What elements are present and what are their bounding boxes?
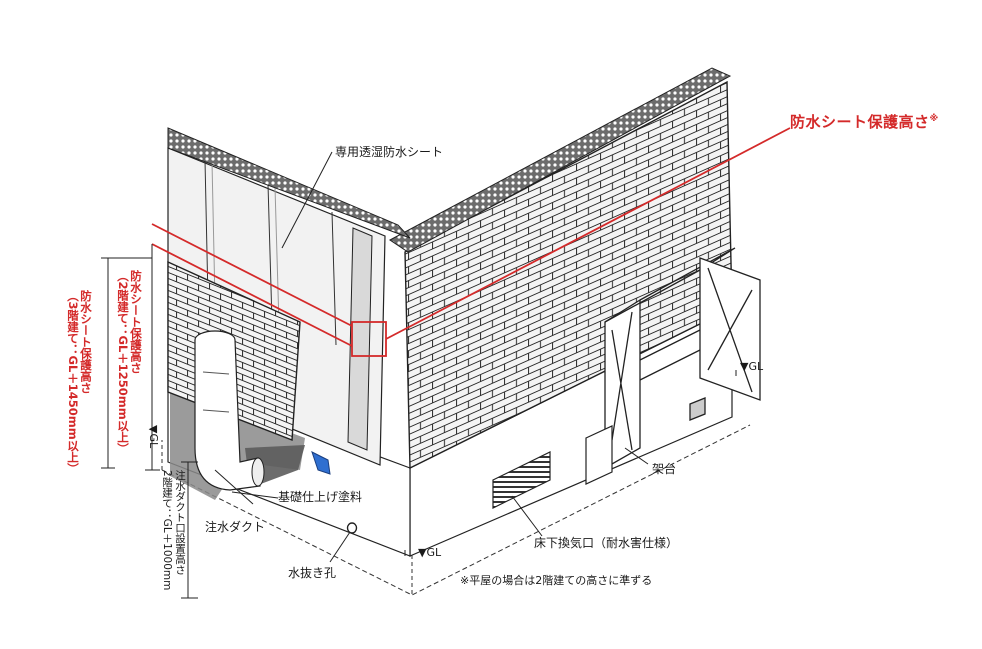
stand-label: 架台 bbox=[652, 462, 677, 476]
stand-frame bbox=[604, 247, 761, 470]
injection-duct-label: 注水ダクト bbox=[205, 520, 266, 534]
drain-hole bbox=[346, 522, 358, 534]
membrane-label: 専用透湿防水シート bbox=[335, 145, 444, 159]
ground-outline bbox=[161, 424, 751, 596]
blue-flashing bbox=[311, 451, 331, 475]
dim-two-story: 防水シート保護高さ（2階建て：GL＋1250mm以上） bbox=[116, 270, 143, 455]
dimension-lines bbox=[101, 244, 198, 599]
injection-duct bbox=[194, 330, 265, 491]
gl-mark-front: ▼GL bbox=[418, 546, 442, 559]
left-top-cap bbox=[167, 127, 411, 239]
note-mark: ※ bbox=[929, 114, 939, 124]
dim-three-story: 防水シート保護高さ（3階建て：GL＋1450mm以上） bbox=[66, 290, 93, 475]
flat-roof-note: ※平屋の場合は2階建ての高さに準ずる bbox=[460, 574, 653, 587]
protection-height-title: 防水シート保護高さ※ bbox=[790, 113, 939, 131]
corner-trim bbox=[347, 227, 373, 451]
stand-base bbox=[585, 425, 613, 485]
gl-mark-left: ▼GL bbox=[147, 425, 160, 449]
gl-mark-right: ▼GL bbox=[740, 360, 764, 373]
protection-height-lines bbox=[151, 127, 791, 357]
right-top-cap bbox=[389, 67, 732, 253]
underfloor-vent bbox=[492, 451, 551, 509]
underfloor-vent-label: 床下換気口（耐水害仕様） bbox=[534, 536, 679, 550]
leader-lines bbox=[214, 151, 649, 563]
foundation-coating-label: 基礎仕上げ塗料 bbox=[278, 490, 363, 504]
drain-hole-label: 水抜き孔 bbox=[288, 566, 337, 580]
gl-ticks bbox=[404, 370, 737, 556]
